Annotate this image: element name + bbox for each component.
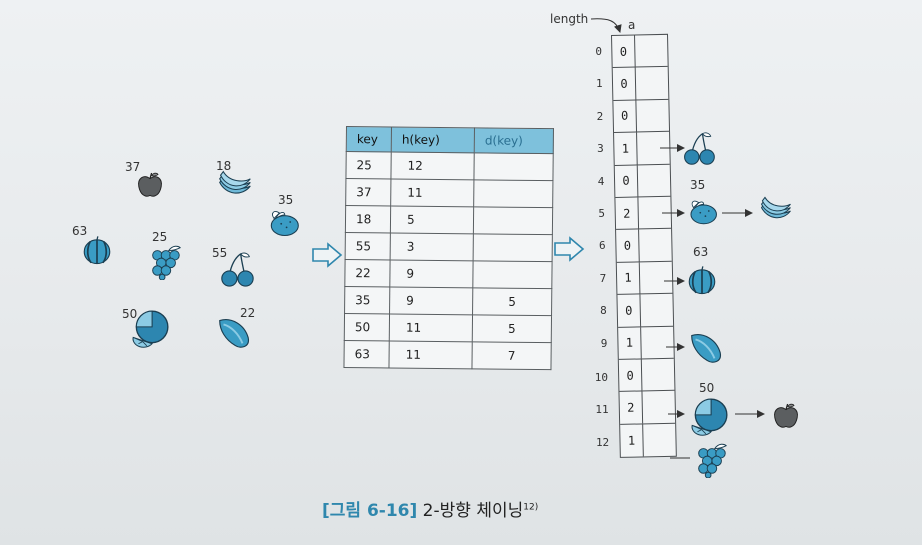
slot-index-label: 6	[598, 239, 606, 253]
slot-index-label: 5	[598, 207, 605, 220]
figure-caption: [그림 6-16] 2-방향 체이닝12)	[322, 496, 538, 521]
cherry-icon	[681, 130, 717, 166]
orange-icon	[686, 396, 732, 438]
slot-index-label: 4	[597, 174, 605, 188]
chain-key-label: 63	[693, 245, 709, 259]
fruit-key-label: 35	[278, 193, 294, 207]
footnote-marker: 12)	[523, 502, 539, 513]
slot-index-label: 9	[600, 336, 608, 350]
fruit-key-label: 55	[212, 246, 228, 260]
figure-title: 2-방향 체이닝	[417, 501, 524, 521]
slot-index-label: 7	[599, 271, 607, 285]
right-arrow-icon	[312, 242, 343, 268]
fruit-key-label: 63	[72, 224, 88, 238]
banana-icon	[756, 194, 796, 228]
slot-index-label: 10	[594, 371, 608, 384]
grape-icon	[692, 440, 730, 478]
slot-index-label: 2	[596, 109, 604, 123]
slot-index-label: 11	[595, 403, 609, 417]
apple-icon	[770, 398, 802, 434]
length-label: length	[550, 12, 589, 26]
fruit-key-label: 22	[240, 306, 256, 320]
pointer-arrow-icon	[590, 18, 622, 33]
chain-key-label: 50	[699, 381, 715, 395]
slot-index-label: 1	[595, 77, 603, 91]
fruit-key-label: 37	[125, 160, 141, 174]
slot-index-label: 12	[595, 435, 610, 449]
right-arrow-icon	[554, 236, 585, 262]
lemon-icon	[683, 194, 721, 228]
slot-index-label: 8	[600, 304, 607, 318]
fruit-key-label: 50	[122, 307, 138, 321]
slot-index-label: 0	[595, 45, 602, 58]
array-name-label: a	[628, 18, 636, 32]
mango-icon	[686, 328, 724, 366]
chain-key-label: 35	[690, 178, 706, 192]
fruit-key-label: 25	[152, 230, 168, 244]
watermelon-icon	[685, 262, 719, 298]
fruit-key-label: 18	[216, 159, 232, 173]
slot-index-label: 3	[597, 142, 604, 156]
figure-number: [그림 6-16]	[322, 501, 418, 521]
